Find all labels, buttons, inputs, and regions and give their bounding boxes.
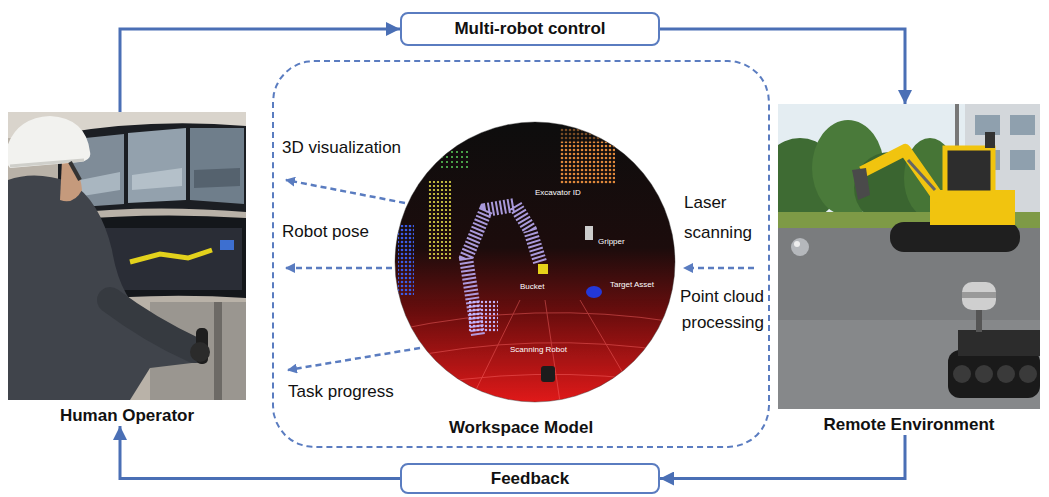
text-slot: Gripper [598,237,625,247]
process-box: Feedback [400,463,660,494]
operator-photo [8,112,246,400]
remote-photo [975,365,993,383]
point-cloud-image [395,313,675,330]
node-text: Gripper [598,237,625,247]
text-slot: Excavator ID [535,188,581,198]
operator-photo [220,240,234,250]
environment-panel: Remote Environment [776,104,1042,435]
operator-photo [8,175,200,400]
node-text: Excavator ID [535,188,581,198]
flow-label: Task progress [288,382,418,402]
operator-photo [70,162,80,180]
operator-photo [132,168,182,190]
label-slot: 3D visualization [282,138,442,158]
node-text: Human Operator [6,406,248,426]
flow-label: Point cloud processing [650,284,764,336]
flow-arrow [120,426,400,479]
text-slot: Workspace Model [274,418,768,438]
text-slot: Target Asset [610,280,654,290]
remote-photo [778,320,1040,409]
flow-label: Robot pose [282,222,402,242]
remote-photo [778,104,1040,409]
point-cloud-image [538,264,548,274]
operator-photo [110,300,194,350]
text-slot: Scanning Robot [510,345,567,355]
point-cloud-rim [395,122,675,402]
label-slot: Task progress [288,382,418,402]
remote-photo [958,330,1040,356]
operator-photo [60,160,82,201]
process-box: Multi-robot control [400,12,660,46]
point-cloud-image [395,343,675,360]
remote-photo [852,168,870,200]
point-cloud-image [560,142,615,184]
point-cloud-image [398,225,414,295]
operator-photo [190,128,244,204]
label-slot: Point cloud processing [650,284,764,336]
remote-photo [778,104,1040,409]
remote-photo [1010,115,1035,135]
point-cloud-image [585,226,593,240]
point-cloud-view: Excavator ID GripperBucket Target AssetSca… [395,122,675,402]
point-cloud-image [395,374,675,390]
remote-photo [985,132,995,148]
operator-photo [190,342,210,362]
point-cloud-image [466,205,540,335]
text-slot: Bucket [520,282,544,292]
point-cloud-image [428,180,452,260]
label-slot: Robot pose [282,222,402,242]
remote-photo [1019,365,1037,383]
operator-photo [128,128,186,203]
node-text: Remote Environment [776,415,1042,435]
node-text: Feedback [491,469,569,489]
point-cloud-image [541,366,555,382]
remote-photo [890,222,1020,252]
node-text: Scanning Robot [510,345,567,355]
point-cloud-image [580,300,640,402]
remote-photo [945,148,993,193]
point-cloud-image [395,300,675,402]
flow-arrow [120,29,400,112]
point-cloud-image [560,128,660,142]
point-cloud-image [586,286,602,298]
node-text: Workspace Model [274,418,768,438]
remote-photo [948,350,1040,398]
point-cloud-image [440,150,470,170]
flow-label: Laser scanning [684,188,764,248]
operator-photo [130,250,212,262]
dashed-flow-arrow [286,180,405,203]
remote-photo [778,228,1040,409]
remote-photo [962,282,996,310]
dashed-flow-arrow [286,180,754,370]
remote-photo [791,238,809,256]
remote-photo [1010,150,1035,170]
dashed-flow-arrow [286,267,392,270]
point-cloud-image [395,122,675,402]
node-text: Target Asset [610,280,654,290]
operator-photo [8,116,90,168]
point-cloud-image [468,300,498,332]
remote-photo [997,365,1015,383]
photo-area [776,104,1042,409]
photo-area [6,112,248,400]
node-text: Multi-robot control [454,19,605,39]
node-text: Bucket [520,282,544,292]
label-slot: Laser scanning [684,188,764,248]
remote-photo [953,365,971,383]
operator-photo [194,168,240,188]
remote-photo [794,241,800,247]
flow-label: 3D visualization [282,138,442,158]
flow-arrow [660,29,905,104]
dashed-flow-arrow [684,267,754,270]
remote-photo [962,292,996,298]
operator-panel: Human Operator [6,112,248,426]
point-cloud-image [395,122,675,402]
operator-photo [214,302,222,400]
remote-photo [908,160,935,190]
dashed-flow-arrow [288,348,420,370]
flow-arrow [660,435,905,479]
remote-photo [862,150,940,200]
